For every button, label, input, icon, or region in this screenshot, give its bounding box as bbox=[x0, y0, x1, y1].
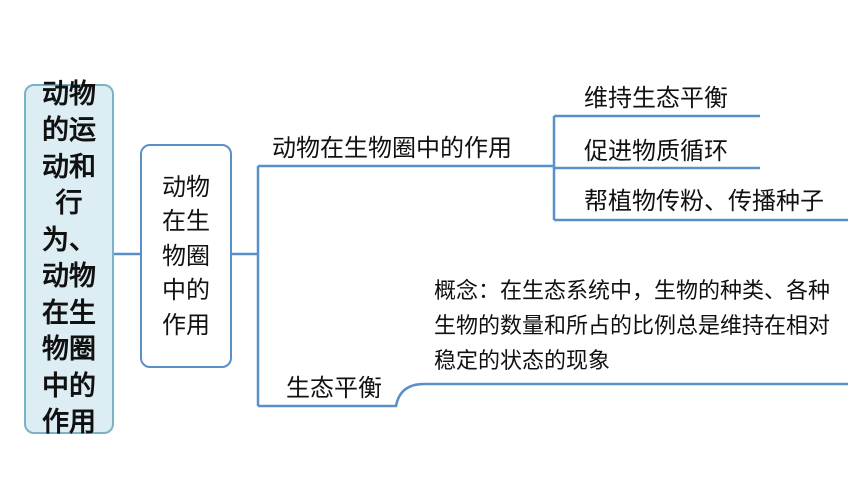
sub-topic-label: 动物在生物圈中的作用 bbox=[162, 172, 210, 339]
leaf-pollination-seed-dispersal: 帮植物传粉、传播种子 bbox=[584, 187, 824, 215]
leaf-ecological-balance: 维持生态平衡 bbox=[584, 84, 728, 112]
branch-role-label: 动物在生物圈中的作用 bbox=[272, 134, 512, 162]
root-topic-box: 动物的运动和行为、动物在生物圈中的作用 bbox=[24, 79, 114, 438]
ecological-balance-concept: 概念：在生态系统中，生物的种类、各种生物的数量和所占的比例总是维持在相对稳定的状… bbox=[434, 279, 831, 374]
root-topic-label: 动物的运动和行为、动物在生物圈中的作用 bbox=[42, 78, 96, 439]
leaf-material-cycle: 促进物质循环 bbox=[584, 137, 728, 165]
branch-ecological-balance-label: 生态平衡 bbox=[286, 374, 382, 402]
bottom-branch-curve bbox=[258, 382, 848, 408]
sub-topic-box: 动物在生物圈中的作用 bbox=[140, 144, 232, 368]
